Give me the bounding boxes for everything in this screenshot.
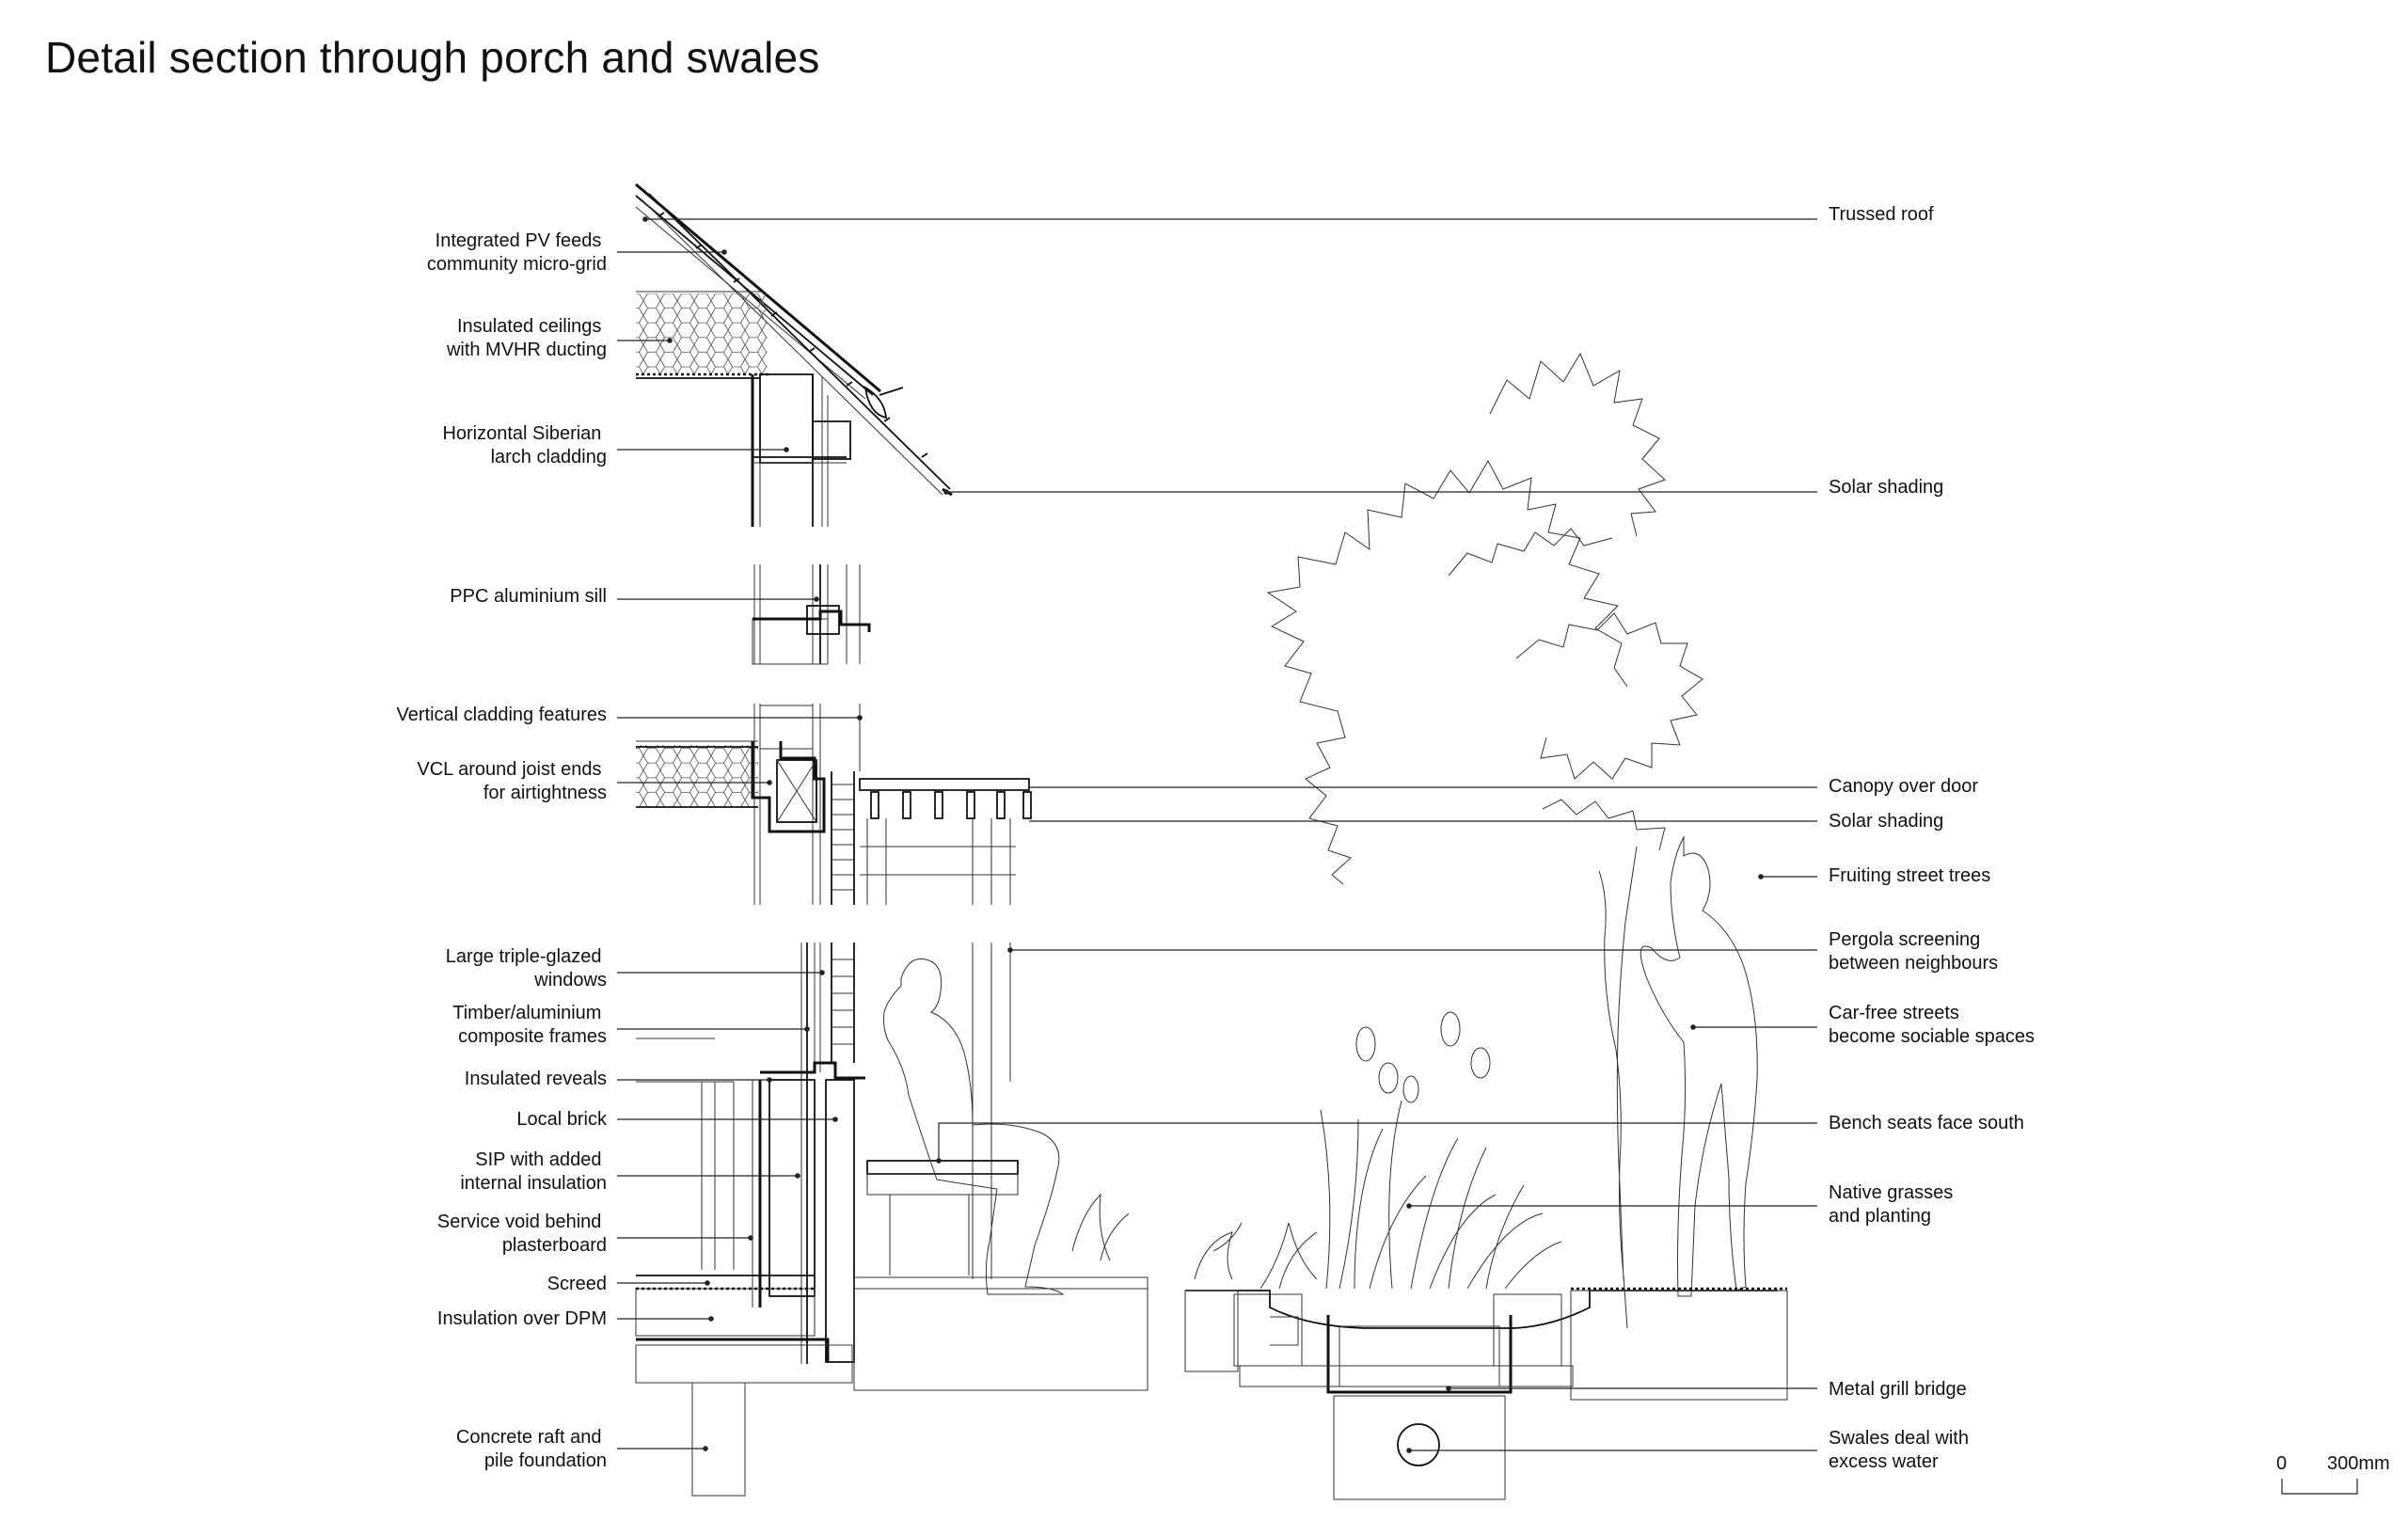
street-tree-trunk bbox=[1598, 846, 1638, 1329]
bench bbox=[866, 1160, 1019, 1275]
scale-bar-start: 0 bbox=[2276, 1453, 2287, 1474]
scale-bar-end: 300mm bbox=[2327, 1453, 2390, 1474]
standing-person-silhouette bbox=[1640, 835, 1758, 1297]
label-fruiting-trees: Fruiting street trees bbox=[1829, 865, 1990, 886]
label-dpm: Insulation over DPM bbox=[437, 1308, 607, 1329]
leader-lines bbox=[617, 216, 1817, 1453]
landscape-section bbox=[1184, 352, 1788, 1500]
label-swales: Swales deal with excess water bbox=[1829, 1428, 1974, 1472]
label-larch: Horizontal Siberian larch cladding bbox=[442, 423, 607, 467]
scale-bar: 0 300mm bbox=[2276, 1453, 2390, 1495]
swale bbox=[1184, 1287, 1788, 1500]
label-canopy: Canopy over door bbox=[1829, 776, 1978, 797]
canopy-and-shading bbox=[859, 778, 1032, 905]
seated-person-silhouette bbox=[883, 958, 1065, 1295]
label-car-free: Car-free streets become sociable spaces bbox=[1829, 1003, 2035, 1047]
label-frames: Timber/aluminium composite frames bbox=[452, 1003, 607, 1047]
page-title: Detail section through porch and swales bbox=[45, 33, 820, 82]
label-reveals: Insulated reveals bbox=[465, 1069, 607, 1089]
label-windows: Large triple-glazed windows bbox=[446, 946, 607, 990]
native-grasses bbox=[1194, 1011, 1562, 1290]
label-vertical-cladding: Vertical cladding features bbox=[397, 705, 607, 725]
building-wall-section bbox=[635, 182, 1149, 1497]
label-solar-shading-lower: Solar shading bbox=[1829, 811, 1943, 832]
porch-ground bbox=[853, 1193, 1149, 1391]
label-sip: SIP with added internal insulation bbox=[460, 1149, 607, 1194]
label-grasses: Native grasses and planting bbox=[1829, 1182, 1958, 1227]
label-pv: Integrated PV feeds community micro-grid bbox=[427, 230, 607, 275]
label-trussed-roof: Trussed roof bbox=[1829, 204, 1934, 225]
upper-wall bbox=[751, 373, 851, 527]
label-brick: Local brick bbox=[516, 1109, 608, 1130]
label-pergola: Pergola screening between neighbours bbox=[1829, 929, 1998, 974]
label-solar-shading-upper: Solar shading bbox=[1829, 477, 1943, 498]
left-annotations: Integrated PV feeds community micro-grid… bbox=[397, 230, 608, 1471]
joist-zone bbox=[636, 704, 861, 905]
label-bench: Bench seats face south bbox=[1829, 1113, 2024, 1133]
label-sill: PPC aluminium sill bbox=[450, 586, 607, 607]
label-grill-bridge: Metal grill bridge bbox=[1829, 1379, 1967, 1400]
label-vcl: VCL around joist ends for airtightness bbox=[417, 759, 607, 803]
ground-floor-wall bbox=[635, 943, 865, 1497]
street-tree-canopy bbox=[1266, 459, 1628, 885]
right-annotations: Trussed roof Solar shading Canopy over d… bbox=[1829, 204, 2035, 1472]
label-ceiling: Insulated ceilings with MVHR ducting bbox=[446, 316, 607, 360]
label-service-void: Service void behind plasterboard bbox=[437, 1212, 607, 1256]
ceiling-insulation bbox=[636, 291, 771, 379]
label-screed: Screed bbox=[547, 1274, 607, 1294]
sill-section bbox=[752, 564, 871, 665]
label-raft: Concrete raft and pile foundation bbox=[456, 1427, 607, 1471]
